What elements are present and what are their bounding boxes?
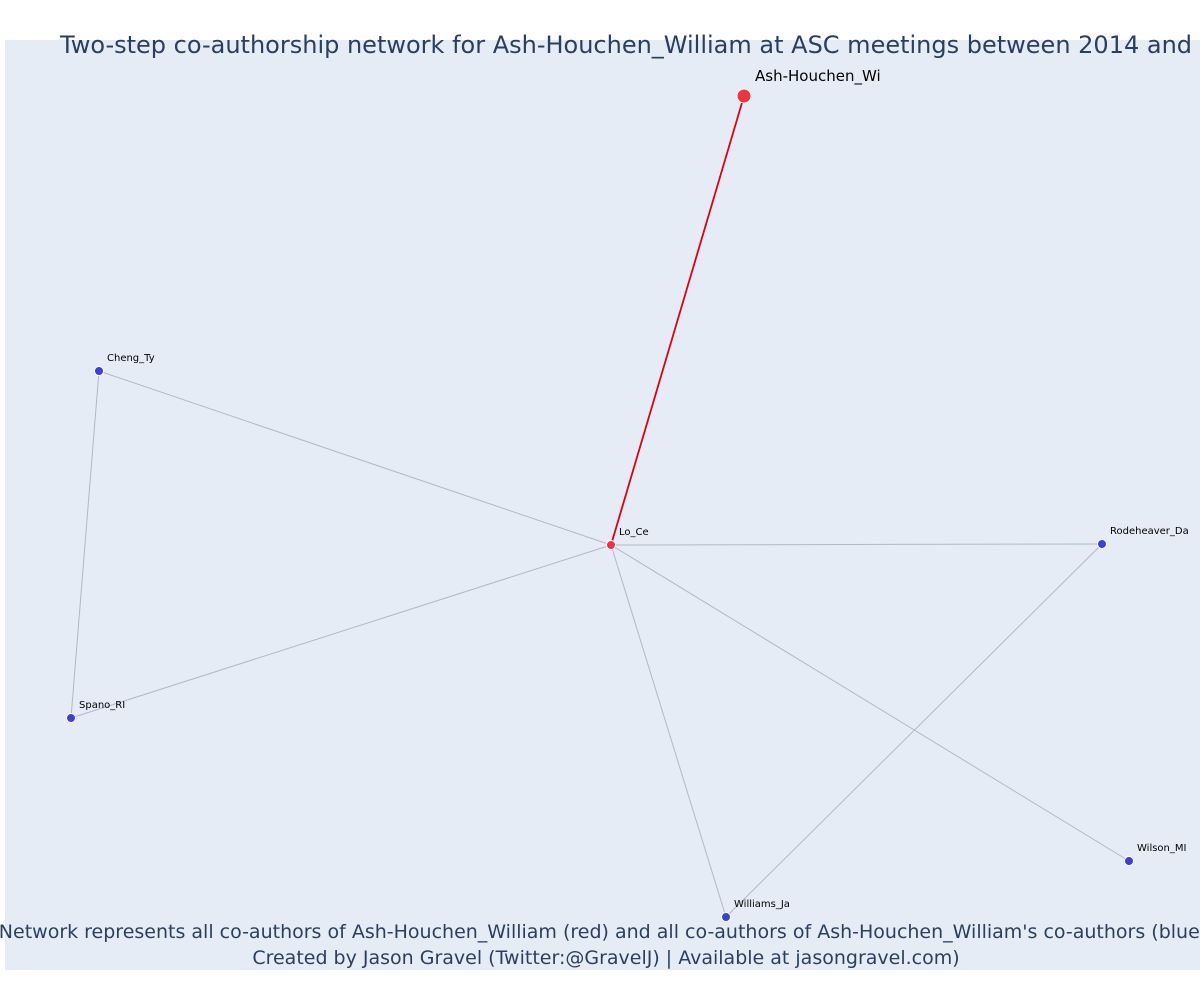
node-rodeheaver[interactable] [1097, 539, 1107, 549]
node-label-ego: Ash-Houchen_Wi [755, 67, 881, 86]
edge-rodeheaver-williams [725, 543, 1103, 918]
node-williams[interactable] [721, 912, 731, 922]
caption-line-1: Network represents all co-authors of Ash… [0, 921, 1200, 943]
node-label-cheng: Cheng_Ty [107, 353, 155, 364]
plot-background [5, 40, 1200, 970]
edge-lo-wilson [610, 544, 1130, 862]
node-ego[interactable] [736, 88, 752, 104]
chart-title: Two-step co-authorship network for Ash-H… [59, 31, 1200, 59]
edge-lo-rodeheaver [610, 543, 1103, 546]
node-label-wilson: Wilson_MI [1137, 843, 1186, 854]
edge-lo-spano [70, 544, 612, 719]
node-spano[interactable] [66, 713, 76, 723]
edge-lo-williams [610, 544, 727, 918]
node-wilson[interactable] [1124, 856, 1134, 866]
node-label-lo: Lo_Ce [619, 527, 649, 538]
nodes-layer [66, 88, 1134, 922]
edges-layer [70, 95, 1130, 918]
node-label-spano: Spano_RI [79, 700, 125, 711]
edge-lo-cheng [98, 370, 612, 546]
edge-cheng-spano [70, 370, 100, 719]
node-label-rodeheaver: Rodeheaver_Da [1110, 526, 1189, 537]
edge-ego-lo [610, 95, 745, 546]
caption-line-2: Created by Jason Gravel (Twitter:@Gravel… [252, 947, 959, 969]
node-cheng[interactable] [94, 366, 104, 376]
node-lo[interactable] [606, 540, 616, 550]
node-label-williams: Williams_Ja [734, 899, 790, 910]
